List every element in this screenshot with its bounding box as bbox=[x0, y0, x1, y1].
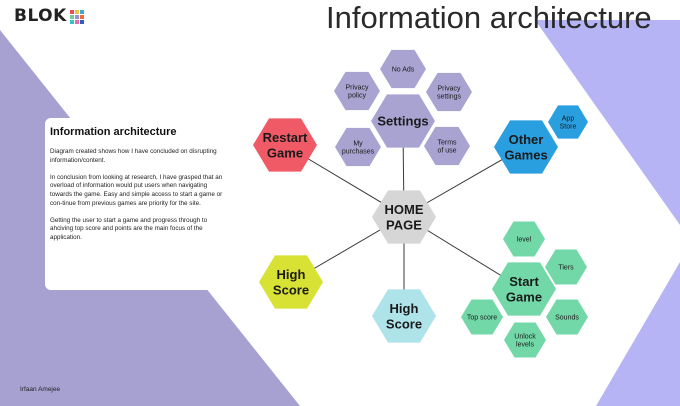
settings-child-terms-of-use-label: Terms bbox=[437, 139, 457, 146]
restart-game-node-label: Game bbox=[267, 145, 303, 160]
start-game-child-level: level bbox=[503, 221, 545, 257]
start-game-child-top-score-label: Top score bbox=[467, 314, 497, 321]
start-game-child-sounds-shape bbox=[546, 299, 588, 335]
start-game-child-top-score-shape bbox=[461, 299, 503, 335]
start-game-child-unlock-levels-label: levels bbox=[516, 342, 534, 349]
top-right-periwinkle-shape bbox=[535, 20, 680, 225]
restart-game-node-shape bbox=[253, 118, 317, 172]
logo-text: BLOK bbox=[14, 6, 67, 26]
other-games-child-app-store-label: App bbox=[562, 115, 575, 122]
settings-child-privacy-settings: Privacy settings bbox=[426, 72, 472, 112]
start-game-child-unlock-levels-shape bbox=[504, 322, 546, 358]
settings-child-no-ads-shape bbox=[380, 49, 426, 89]
start-game-child-tiers-shape bbox=[545, 249, 587, 285]
page-title: Information architecture bbox=[326, 0, 652, 35]
settings-child-privacy-settings-shape bbox=[426, 72, 472, 112]
start-game-child-tiers-label: Tiers bbox=[558, 264, 574, 271]
blok-logo: BLOK bbox=[14, 6, 84, 26]
other-games-child-app-store-label: Store bbox=[560, 124, 577, 131]
start-game-child-tiers: Tiers bbox=[545, 249, 587, 285]
other-games-child-app-store-shape bbox=[548, 105, 588, 139]
other-games-node-label: Games bbox=[504, 147, 547, 162]
bottom-right-periwinkle-shape bbox=[596, 262, 680, 406]
start-game-child-unlock-levels: Unlock levels bbox=[504, 322, 546, 358]
settings-child-privacy-policy-shape bbox=[334, 71, 380, 111]
author-name: Irfaan Amejee bbox=[20, 386, 61, 393]
restart-game-node-label: Restart bbox=[263, 130, 308, 145]
card-heading: Information architecture bbox=[50, 126, 177, 138]
home-page-node-label: PAGE bbox=[386, 217, 422, 232]
settings-child-privacy-settings-label: Privacy bbox=[438, 85, 461, 92]
settings-child-my-purchases: My purchases bbox=[335, 127, 381, 167]
logo-square bbox=[69, 14, 74, 19]
settings-child-my-purchases-label: My bbox=[353, 140, 363, 147]
settings-child-privacy-policy-label: Privacy bbox=[346, 84, 369, 91]
other-games-node-label: Other bbox=[509, 132, 544, 147]
logo-square bbox=[74, 14, 79, 19]
home-page-node-label: HOME bbox=[385, 202, 424, 217]
logo-grid-icon bbox=[69, 9, 84, 24]
settings-child-terms-of-use-shape bbox=[424, 126, 470, 166]
start-game-child-unlock-levels-label: Unlock bbox=[514, 333, 536, 340]
other-games-node-shape bbox=[494, 120, 558, 174]
settings-child-terms-of-use: Terms of use bbox=[424, 126, 470, 166]
logo-square bbox=[79, 19, 84, 24]
card-body-text: Diagram created shows how I have conclud… bbox=[50, 148, 223, 241]
high-score-left-node-label: Score bbox=[273, 282, 309, 297]
high-score-bottom-node-label: High bbox=[390, 301, 419, 316]
settings-node-label: Settings bbox=[377, 114, 428, 129]
settings-child-privacy-policy-label: policy bbox=[348, 93, 366, 100]
start-game-child-top-score: Top score bbox=[461, 299, 503, 335]
settings-child-no-ads-label: No Ads bbox=[392, 66, 415, 73]
settings-child-privacy-policy: Privacy policy bbox=[334, 71, 380, 111]
start-game-child-level-label: level bbox=[517, 236, 532, 243]
start-game-node-label: Start bbox=[509, 274, 539, 289]
settings-node-shape bbox=[371, 94, 435, 148]
settings-child-terms-of-use-label: of use bbox=[437, 148, 456, 155]
home-page-node-shape bbox=[372, 190, 436, 244]
high-score-bottom-node-label: Score bbox=[386, 316, 422, 331]
logo-square bbox=[79, 9, 84, 14]
settings-child-privacy-settings-label: settings bbox=[437, 94, 462, 101]
logo-square bbox=[79, 14, 84, 19]
settings-child-no-ads: No Ads bbox=[380, 49, 426, 89]
logo-square bbox=[74, 9, 79, 14]
logo-square bbox=[69, 19, 74, 24]
logo-square bbox=[69, 9, 74, 14]
start-game-node-shape bbox=[492, 262, 556, 316]
description-card: Information architecture Diagram created… bbox=[45, 118, 231, 290]
settings-child-my-purchases-label: purchases bbox=[342, 149, 375, 156]
high-score-left-node-shape bbox=[259, 255, 323, 309]
settings-node: Settings bbox=[371, 94, 435, 148]
high-score-left-node-label: High bbox=[277, 267, 306, 282]
start-game-node-label: Game bbox=[506, 289, 542, 304]
logo-square bbox=[74, 19, 79, 24]
high-score-bottom-node-shape bbox=[372, 289, 436, 343]
settings-child-my-purchases-shape bbox=[335, 127, 381, 167]
start-game-child-sounds-label: Sounds bbox=[555, 314, 579, 321]
start-game-child-level-shape bbox=[503, 221, 545, 257]
start-game-child-sounds: Sounds bbox=[546, 299, 588, 335]
